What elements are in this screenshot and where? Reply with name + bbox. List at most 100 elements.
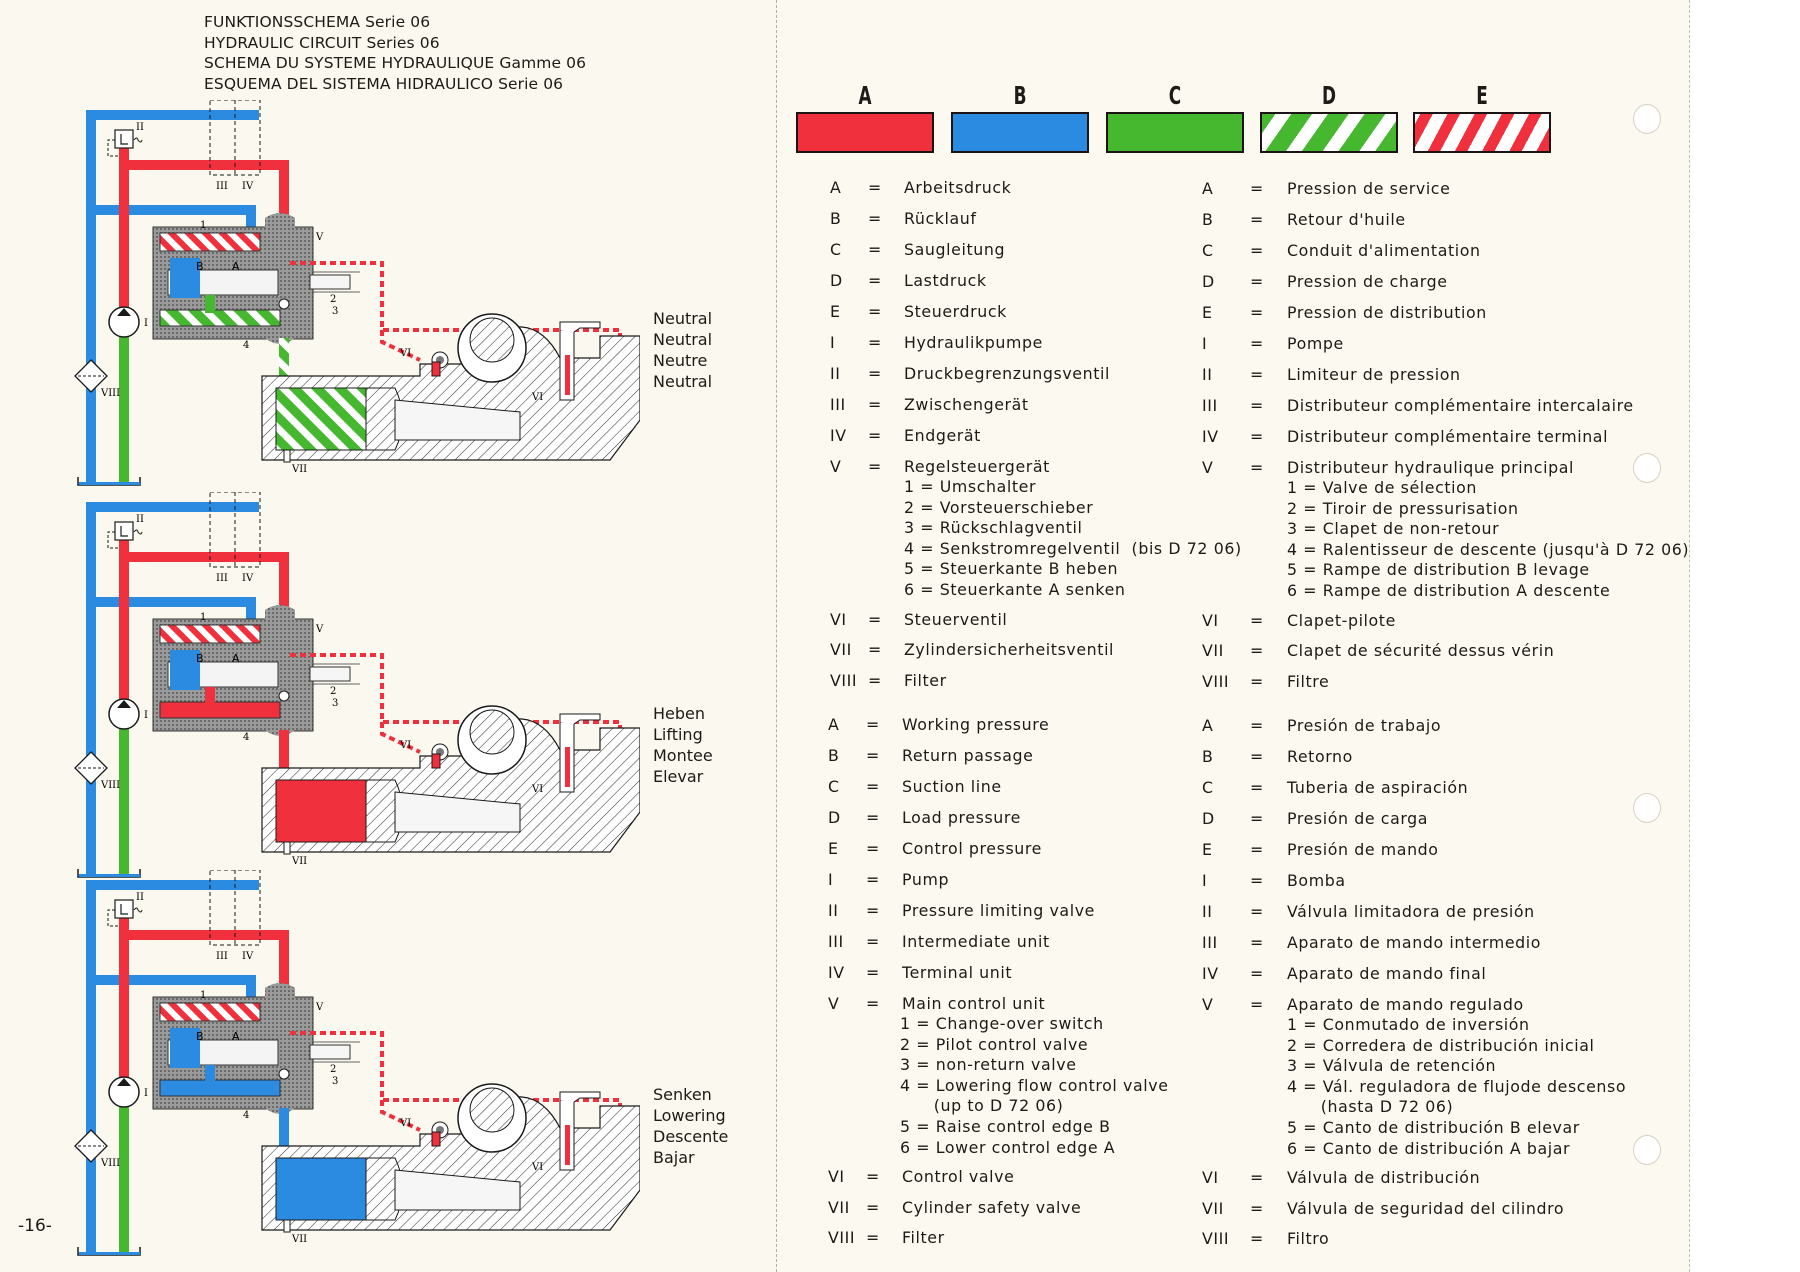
glossary-key: C: [1202, 241, 1214, 260]
glossary-equals: =: [1250, 1168, 1264, 1188]
component-label-v: V: [315, 232, 324, 243]
glossary-equals: =: [868, 333, 882, 352]
glossary-value: Control valve: [902, 1167, 1015, 1187]
glossary-subitem: 1 = Valve de sélection: [1287, 478, 1478, 497]
glossary-key: VIII: [1202, 671, 1230, 691]
glossary-subitem: 5 = Canto de distribución B elevar: [1287, 1118, 1580, 1137]
pump-icon: I: [108, 698, 148, 730]
component-label-vi: VI: [399, 740, 411, 751]
component-label-vi: VI: [399, 1118, 411, 1129]
glossary-key: VII: [828, 1197, 850, 1217]
cylinder-feed-line: [279, 730, 289, 780]
glossary-value: Conduit d'alimentation: [1287, 241, 1481, 260]
component-label-iii: III: [216, 181, 228, 192]
glossary-value: Lastdruck: [904, 271, 987, 290]
glossary-value: Rücklauf: [904, 209, 977, 228]
glossary-value: Saugleitung: [904, 240, 1006, 259]
glossary-key: V: [830, 457, 842, 476]
component-label-iv: IV: [242, 181, 254, 192]
glossary-subitem: 6 = Canto de distribución A bajar: [1287, 1138, 1571, 1158]
glossary-value: Pompe: [1287, 334, 1344, 353]
glossary-equals: =: [1250, 716, 1264, 735]
glossary-value: Druckbegrenzungsventil: [904, 364, 1110, 383]
glossary-value: Presión de mando: [1287, 840, 1439, 859]
cylinder-feed-line: [279, 1108, 289, 1158]
glossary-value: Working pressure: [902, 715, 1050, 734]
component-label-vii: VII: [291, 856, 307, 867]
glossary-subitem: 3 = non-return valve: [900, 1055, 1077, 1075]
glossary-subitem: 5 = Raise control edge B: [900, 1117, 1111, 1136]
binder-hole: [1633, 1135, 1661, 1165]
glossary-equals: =: [1250, 272, 1264, 291]
glossary-key: A: [1202, 716, 1214, 735]
glossary-equals: =: [1250, 671, 1264, 691]
glossary-value: Retour d'huile: [1287, 210, 1406, 229]
glossary-equals: =: [866, 1228, 880, 1248]
glossary-key: B: [1202, 747, 1214, 766]
swatch-A: A: [796, 80, 934, 153]
glossary-value: Válvula limitadora de presión: [1287, 902, 1535, 921]
component-label-v: V: [315, 624, 324, 635]
glossary-value: Tuberia de aspiración: [1287, 778, 1469, 797]
glossary-key: II: [1202, 365, 1213, 384]
glossary-equals: =: [1250, 995, 1264, 1014]
swatch-box-red-striped: [1413, 112, 1551, 153]
pressure-limiting-valve: II: [107, 892, 144, 927]
glossary-subitem: 1 = Umschalter: [904, 477, 1037, 496]
glossary-subitem: 6 = Rampe de distribution A descente: [1287, 581, 1611, 600]
main-control-unit: B A V 2 3 4 1: [152, 983, 360, 1121]
glossary-value: Válvula de seguridad del cilindro: [1287, 1198, 1565, 1218]
glossary-key: E: [1202, 303, 1213, 322]
glossary-equals: =: [868, 670, 882, 690]
glossary-value: Steuerdruck: [904, 302, 1007, 321]
glossary-equals: =: [868, 240, 882, 259]
component-label-n4: 4: [243, 732, 249, 743]
component-label-iv: IV: [242, 573, 254, 584]
component-label-i: I: [144, 318, 148, 329]
glossary-subitem: 5 = Steuerkante B heben: [904, 559, 1119, 579]
glossary-equals: =: [1250, 809, 1264, 828]
glossary-subitem: 1 = Conmutado de inversión: [1287, 1015, 1530, 1034]
hydraulic-diagram: II III IV I VIII B A V 2 3 4: [74, 491, 641, 878]
return-line: [86, 502, 259, 874]
glossary-equals: =: [866, 1197, 880, 1217]
glossary-value: Bomba: [1287, 871, 1346, 890]
glossary-key: IV: [1202, 427, 1219, 446]
glossary-value: Endgerät: [904, 426, 981, 445]
glossary-key: III: [830, 395, 846, 414]
glossary-key: A: [828, 715, 840, 734]
glossary-key: E: [828, 839, 839, 858]
component-label-ii: II: [136, 514, 144, 525]
glossary-value: Terminal unit: [902, 963, 1013, 982]
tank: [77, 477, 141, 486]
glossary-equals: =: [866, 870, 880, 889]
glossary-value: Filter: [902, 1228, 945, 1248]
glossary-value: Steuerventil: [904, 609, 1008, 629]
glossary-equals: =: [868, 209, 882, 228]
glossary-key: III: [828, 932, 844, 951]
glossary-key: B: [1202, 210, 1214, 229]
glossary-equals: =: [868, 457, 882, 476]
glossary-value: Return passage: [902, 746, 1034, 765]
glossary-equals: =: [1250, 396, 1264, 415]
glossary-value: Main control unit: [902, 994, 1046, 1013]
glossary-equals: =: [1250, 778, 1264, 797]
glossary-key: VI: [830, 609, 847, 629]
glossary-key: I: [830, 333, 836, 352]
component-label-viii: VIII: [100, 388, 120, 399]
glossary-key: I: [1202, 334, 1208, 353]
glossary-subitem: 4 = Senkstromregelventil (bis D 72 06): [904, 538, 1242, 558]
glossary-subitem: 2 = Corredera de distribución inicial: [1287, 1035, 1595, 1055]
filter-icon: VIII: [74, 751, 120, 791]
glossary-value: Aparato de mando intermedio: [1287, 933, 1542, 952]
cylinder-feed-line: [279, 338, 289, 388]
glossary-key: VI: [1202, 1168, 1219, 1188]
filter-icon: VIII: [74, 359, 120, 399]
component-label-i: I: [144, 1088, 148, 1099]
glossary-equals: =: [866, 901, 880, 920]
component-label-b: B: [196, 260, 204, 273]
pressure-limiting-valve: II: [107, 514, 144, 549]
component-label-iii: III: [216, 573, 228, 584]
glossary-equals: =: [866, 963, 880, 982]
glossary-subitem: (hasta D 72 06): [1287, 1097, 1454, 1117]
